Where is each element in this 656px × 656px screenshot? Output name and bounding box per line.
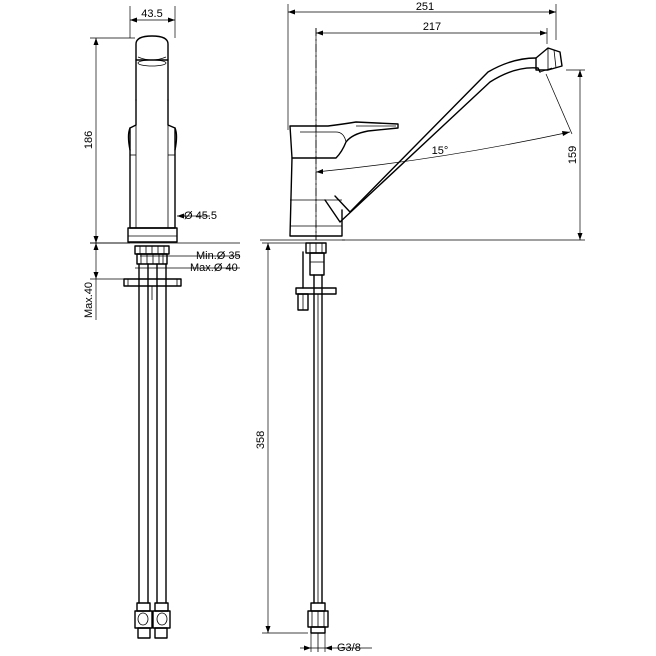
dim-spout-angle: 15° [432,145,449,157]
dim-spout-height: 159 [567,146,579,164]
dim-base-diameter: Ø 45.5 [184,210,217,222]
dim-hole-max: Max.Ø 40 [190,262,238,274]
dim-hose-length: 358 [255,431,267,449]
dim-hole-min: Min.Ø 35 [196,250,241,262]
front-view: 43.5 186 Ø 45.5 [83,6,241,639]
dim-height-body: 186 [83,131,95,149]
dim-thread: G3/8 [337,642,361,654]
dim-overall-length: 251 [416,1,434,13]
dim-spout-reach: 217 [423,21,441,33]
dim-width-top: 43.5 [141,8,162,20]
dim-deck-max: Max.40 [83,282,95,318]
side-view: 251 217 15° [255,1,585,654]
